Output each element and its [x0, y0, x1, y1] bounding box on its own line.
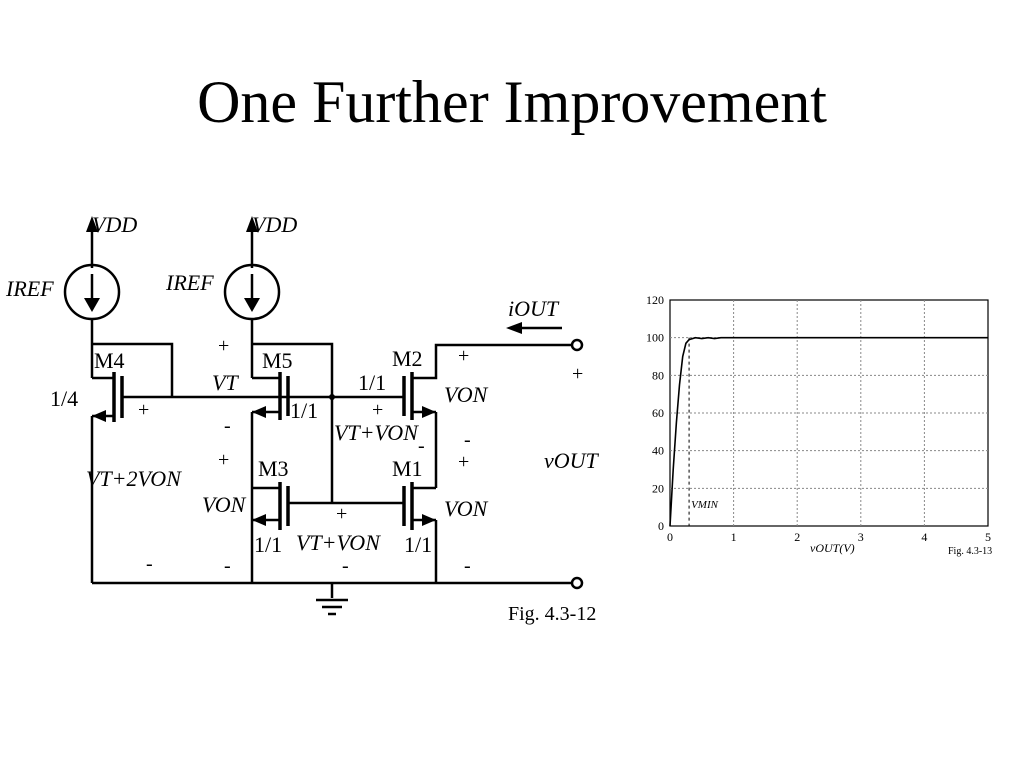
x-tick-label: 2	[794, 530, 800, 544]
plus-sign: +	[336, 503, 347, 525]
y-tick-label: 40	[652, 444, 664, 458]
slide-title: One Further Improvement	[197, 69, 827, 135]
iref-source-right	[223, 263, 281, 321]
y-tick-label: 100	[646, 331, 664, 345]
plus-sign: +	[138, 399, 149, 421]
plus-sign: +	[572, 363, 583, 385]
m1-label: M1	[392, 456, 423, 481]
plot-frame	[669, 299, 989, 527]
vdd-left	[86, 216, 98, 268]
y-tick-label: 0	[658, 519, 664, 533]
vdd-label-left: VDD	[92, 212, 137, 237]
iout-label: iOUT	[508, 296, 560, 321]
y-tick-label: 120	[646, 293, 664, 307]
transistor-m1	[402, 482, 438, 583]
plus-sign: +	[458, 451, 469, 473]
von-label-m3: VON	[202, 492, 247, 517]
minus-sign: -	[342, 555, 349, 577]
m1-ratio: 1/1	[404, 532, 432, 557]
vdd-label-right: VDD	[252, 212, 297, 237]
plus-sign: +	[458, 345, 469, 367]
transistor-m2	[332, 343, 577, 488]
minus-sign: -	[146, 553, 153, 575]
m5-ratio: 1/1	[290, 398, 318, 423]
x-tick-label: 4	[921, 530, 927, 544]
transistor-m5	[250, 342, 334, 583]
x-tick-label: 1	[731, 530, 737, 544]
polarity-signs: + + + + + + + + - - - - - - -	[138, 335, 583, 577]
fig-label-circuit: Fig. 4.3-12	[508, 603, 596, 625]
m2-label: M2	[392, 346, 423, 371]
plus-sign: +	[372, 399, 383, 421]
iref-label-left: IREF	[5, 276, 54, 301]
minus-sign: -	[224, 555, 231, 577]
ground-symbol	[316, 598, 348, 616]
vdd-right	[246, 216, 258, 268]
y-tick-label: 20	[652, 481, 664, 495]
minus-sign: -	[224, 415, 231, 437]
iout-arrow	[506, 322, 562, 334]
fig-label-chart: Fig. 4.3-13	[948, 546, 992, 557]
y-tick-label: 80	[652, 368, 664, 382]
m3-ratio: 1/1	[254, 532, 282, 557]
vt-label: VT	[212, 370, 239, 395]
vmin-label: VMIN	[691, 499, 719, 511]
iref-source-left	[63, 263, 121, 321]
chart-xlabel: vOUT(V)	[810, 541, 855, 555]
transistor-m3	[252, 482, 404, 530]
plus-sign: +	[218, 449, 229, 471]
m3-label: M3	[258, 456, 289, 481]
vt-von-label-lower: VT+VON	[296, 530, 381, 555]
output-terminal-bottom	[570, 576, 584, 590]
vt-von-label-upper: VT+VON	[334, 420, 419, 445]
vout-label: vOUT	[544, 448, 600, 473]
y-tick-label: 60	[652, 406, 664, 420]
minus-sign: -	[464, 555, 471, 577]
minus-sign: -	[418, 435, 425, 457]
m4-label: M4	[94, 348, 125, 373]
transistor-m4	[90, 342, 330, 583]
m4-ratio: 1/4	[50, 386, 78, 411]
output-characteristic-chart: 0 1 2 3 4 5 0 20 40 60 80 100 120 VMIN vOUT(V) Fig. …	[646, 293, 992, 557]
iref-label-right: IREF	[165, 270, 214, 295]
vt-2von-label: VT+2VON	[86, 466, 182, 491]
x-tick-label: 5	[985, 530, 991, 544]
x-tick-label: 3	[858, 530, 864, 544]
von-label-m1: VON	[444, 496, 489, 521]
minus-sign: -	[464, 429, 471, 451]
m5-label: M5	[262, 348, 293, 373]
von-label-m2: VON	[444, 382, 489, 407]
output-terminal-top	[570, 338, 584, 352]
m2-ratio: 1/1	[358, 370, 386, 395]
plus-sign: +	[218, 335, 229, 357]
x-tick-label: 0	[667, 530, 673, 544]
